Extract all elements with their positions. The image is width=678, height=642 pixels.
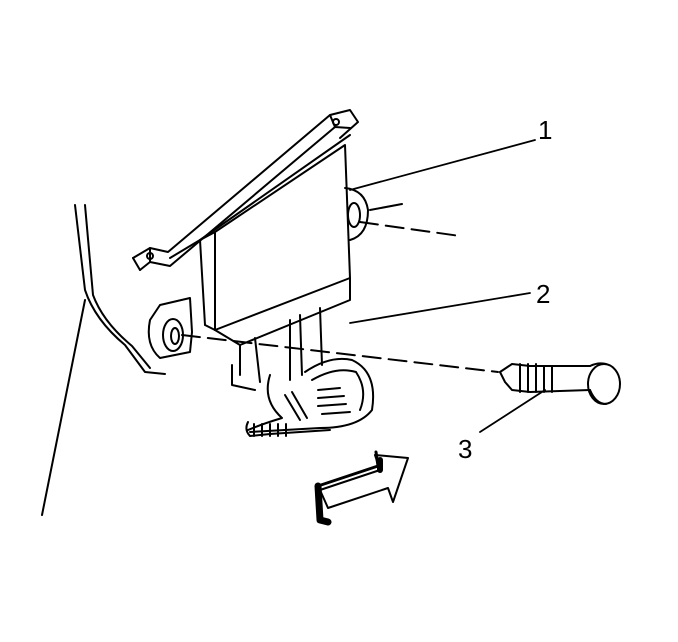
control-module (132, 109, 369, 391)
leader-lines (349, 139, 546, 433)
wiring-harness (245, 357, 374, 437)
push-pin-fastener (499, 362, 621, 405)
callout-label-3: 3 (458, 434, 472, 464)
direction-arrow (314, 450, 409, 526)
callout-label-1: 1 (538, 115, 552, 145)
body-panel (41, 204, 166, 516)
alignment-tick (369, 203, 403, 211)
alignment-lines (181, 221, 499, 373)
callout-label-2: 2 (536, 279, 550, 309)
